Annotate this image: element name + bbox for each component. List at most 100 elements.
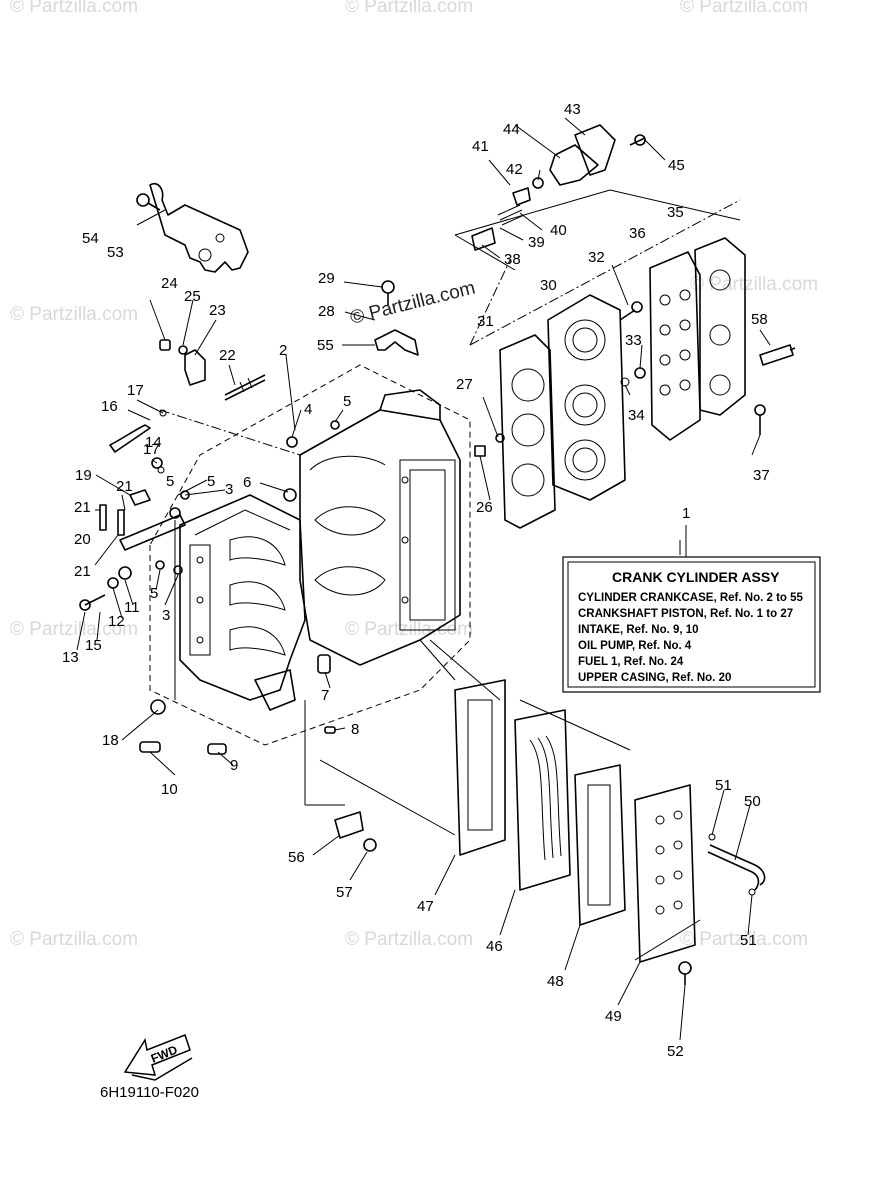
callout-34: 34 xyxy=(628,407,645,424)
watermark: © Partzilla.com xyxy=(345,929,473,950)
callout-35: 35 xyxy=(667,204,684,221)
callout-2: 2 xyxy=(279,342,287,359)
callout-1: 1 xyxy=(682,505,690,522)
oil-pump-cluster xyxy=(471,124,646,251)
callout-39: 39 xyxy=(528,234,545,251)
callout-40: 40 xyxy=(550,222,567,239)
callout-37: 37 xyxy=(753,467,770,484)
fwd-label: FWD xyxy=(149,1042,180,1065)
info-box-outer xyxy=(562,556,821,693)
callout-28: 28 xyxy=(318,303,335,320)
callout-5: 5 xyxy=(150,585,158,602)
callout-22: 22 xyxy=(219,347,236,364)
callout-54: 54 xyxy=(82,230,99,247)
spark-plug-part-58 xyxy=(759,344,796,366)
watermark: © Partzilla.com xyxy=(10,0,138,17)
leader-lines xyxy=(76,117,771,1041)
callout-4: 4 xyxy=(304,401,312,418)
info-box-line: CRANKSHAFT PISTON, Ref. No. 1 to 27 xyxy=(578,608,793,620)
callout-18: 18 xyxy=(102,732,119,749)
callout-21: 21 xyxy=(74,499,91,516)
gasket-part-48 xyxy=(574,764,626,926)
exhaust-plate-part-46 xyxy=(514,709,571,891)
info-box-line: CYLINDER CRANKCASE, Ref. No. 2 to 55 xyxy=(578,592,804,604)
callout-3: 3 xyxy=(225,481,233,498)
bolt-part-54 xyxy=(136,193,161,211)
callout-labels: 2 3 3 4 5 5 5 5 6 7 8 9 10 11 12 13 14 1… xyxy=(62,101,770,1060)
bracket-part-53 xyxy=(149,182,249,273)
crankcase-part xyxy=(179,494,306,711)
callout-27: 27 xyxy=(456,376,473,393)
watermark: © Partzilla.com xyxy=(690,274,818,295)
callout-14: 14 xyxy=(145,434,162,451)
cylinder-block-part xyxy=(299,389,461,666)
callout-31: 31 xyxy=(477,313,494,330)
callout-29: 29 xyxy=(318,270,335,287)
callout-5: 5 xyxy=(343,393,351,410)
watermark: © Partzilla.com xyxy=(680,929,808,950)
callout-15: 15 xyxy=(85,637,102,654)
callout-53: 53 xyxy=(107,244,124,261)
callout-57: 57 xyxy=(336,884,353,901)
info-box-line: FUEL 1, Ref. No. 24 xyxy=(578,656,684,668)
callout-46: 46 xyxy=(486,938,503,955)
info-box-line: UPPER CASING, Ref. No. 20 xyxy=(578,672,731,684)
diagram-code: 6H19110-F020 xyxy=(100,1084,199,1101)
callout-23: 23 xyxy=(209,302,226,319)
callout-13: 13 xyxy=(62,649,79,666)
callout-42: 42 xyxy=(506,161,523,178)
callout-10: 10 xyxy=(161,781,178,798)
fwd-arrow-icon: FWD xyxy=(123,1034,193,1081)
cylinder-head-part-30 xyxy=(547,294,626,501)
callout-12: 12 xyxy=(108,613,125,630)
small-parts-cluster xyxy=(79,409,505,755)
bolt-parts-32-34 xyxy=(619,301,646,387)
exhaust-cover-part-49 xyxy=(634,784,696,985)
callout-21: 21 xyxy=(74,563,91,580)
callout-49: 49 xyxy=(605,1008,622,1025)
callout-51: 51 xyxy=(740,932,757,949)
hose-part-50 xyxy=(707,833,766,896)
callout-50: 50 xyxy=(744,793,761,810)
info-box-inner xyxy=(567,561,816,688)
callout-20: 20 xyxy=(74,531,91,548)
callout-17: 17 xyxy=(127,382,144,399)
gasket-part-36 xyxy=(649,251,701,441)
callout-58: 58 xyxy=(751,311,768,328)
callout-47: 47 xyxy=(417,898,434,915)
callout-52: 52 xyxy=(667,1043,684,1060)
info-box-line: INTAKE, Ref. No. 9, 10 xyxy=(578,624,699,636)
callout-26: 26 xyxy=(476,499,493,516)
callout-44: 44 xyxy=(503,121,520,138)
info-box-title: CRANK CYLINDER ASSY xyxy=(612,569,780,585)
callout-43: 43 xyxy=(564,101,581,118)
fuel-parts-22-25 xyxy=(159,339,266,401)
callout-25: 25 xyxy=(184,288,201,305)
gasket-part-47 xyxy=(454,679,506,856)
assembly-outline xyxy=(149,189,741,961)
callout-30: 30 xyxy=(540,277,557,294)
callout-33: 33 xyxy=(625,332,642,349)
callout-5: 5 xyxy=(166,473,174,490)
gasket-part-31 xyxy=(499,334,556,529)
assembly-info-box: CRANK CYLINDER ASSY CYLINDER CRANKCASE, … xyxy=(562,505,821,693)
callout-3: 3 xyxy=(162,607,170,624)
callout-11: 11 xyxy=(124,599,140,616)
callout-24: 24 xyxy=(161,275,178,292)
callout-16: 16 xyxy=(101,398,118,415)
callout-38: 38 xyxy=(504,251,521,268)
callout-8: 8 xyxy=(351,721,359,738)
watermark-layer: © Partzilla.com © Partzilla.com © Partzi… xyxy=(10,0,818,950)
callout-6: 6 xyxy=(243,474,251,491)
callout-19: 19 xyxy=(75,467,92,484)
callout-36: 36 xyxy=(629,225,646,242)
watermark: © Partzilla.com xyxy=(345,0,473,17)
callout-48: 48 xyxy=(547,973,564,990)
callout-45: 45 xyxy=(668,157,685,174)
watermark: © Partzilla.com xyxy=(10,304,138,325)
callout-17: 17 xyxy=(143,441,160,458)
watermark: © Partzilla.com xyxy=(10,929,138,950)
callout-55: 55 xyxy=(317,337,334,354)
callout-9: 9 xyxy=(230,757,238,774)
